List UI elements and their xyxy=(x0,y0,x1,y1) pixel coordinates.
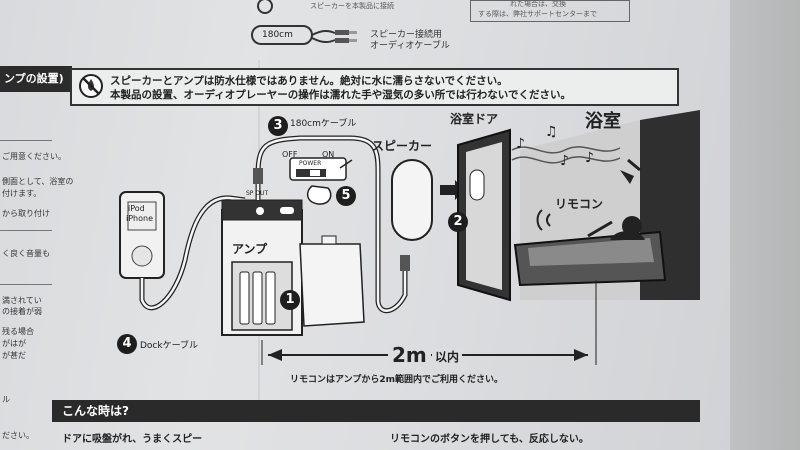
step-3-badge: 3 xyxy=(268,116,288,136)
cable-length-label: 180cm xyxy=(262,30,293,40)
side-text-6: 満されてい xyxy=(2,296,42,305)
side-text-3: 付けます。 xyxy=(2,189,42,198)
warning-line-2: 本製品の設置、オーディオプレーヤーの操作は濡れた手や湿気の多い所では行わないでく… xyxy=(110,89,571,101)
switch-power-label: POWER xyxy=(299,160,322,167)
side-text-12: ださい。 xyxy=(2,431,34,440)
dock-cable-label: Dockケーブル xyxy=(140,341,199,351)
faq-row-right: リモコンのボタンを押しても、反応しない。 xyxy=(390,434,589,445)
top-small-text: スピーカーを本製品に接続 xyxy=(310,2,394,10)
side-text-5: く良く音量も xyxy=(2,249,50,258)
remote-label: リモコン xyxy=(555,197,604,211)
hand-pointer xyxy=(306,185,332,205)
top-note-box xyxy=(470,0,630,22)
faq-header: こんな時は? xyxy=(52,400,700,422)
side-text-1: ご用意ください。 xyxy=(2,152,66,161)
table-surface xyxy=(730,0,800,450)
svg-text:♪: ♪ xyxy=(560,153,569,169)
step-5-badge: 5 xyxy=(336,186,356,206)
cable-illustration xyxy=(251,0,357,45)
door-label: 浴室ドア xyxy=(450,112,499,126)
side-text-9: がはが xyxy=(2,339,26,348)
distance-value: 2m xyxy=(388,343,431,367)
battery-cover xyxy=(299,243,365,327)
svg-text:♪: ♪ xyxy=(585,150,594,166)
svg-text:♫: ♫ xyxy=(545,124,558,140)
no-water-icon xyxy=(79,74,103,98)
side-text-8: 残る場合 xyxy=(2,327,34,336)
cable-desc-line1: スピーカー接続用 xyxy=(370,30,443,40)
side-text-10: が甚だ xyxy=(2,351,26,360)
side-divider xyxy=(0,230,52,231)
step3-cable-label: 180cmケーブル xyxy=(290,119,357,129)
amp-label: アンプ xyxy=(232,242,268,256)
side-divider xyxy=(0,140,52,141)
step-1-badge: 1 xyxy=(280,290,300,310)
distance-suffix: 以内 xyxy=(432,348,463,365)
speaker-label: スピーカー xyxy=(372,139,433,153)
side-text-4: から取り付け xyxy=(2,209,50,218)
warning-box: スピーカーとアンプは防水仕様ではありません。絶対に水に濡らさないでください。 本… xyxy=(70,68,679,106)
switch-off-label: OFF xyxy=(282,150,298,159)
svg-text:♪: ♪ xyxy=(516,136,525,152)
side-text-2: 側面として、浴室の xyxy=(2,177,74,186)
side-divider xyxy=(0,284,52,285)
top-right-text-2: する際は、弊社サポートセンターまで xyxy=(478,10,597,18)
sp-out-label: SP OUT xyxy=(246,190,269,197)
faq-row-left: ドアに吸盤がれ、うまくスピー xyxy=(62,434,203,445)
side-text-7: の接着が弱 xyxy=(2,307,42,316)
section-header: ンプの設置) xyxy=(0,66,72,92)
cable-desc-line2: オーディオケーブル xyxy=(370,41,450,51)
distance-note: リモコンはアンプから2m範囲内でご利用ください。 xyxy=(290,375,504,385)
device-label-2: iPhone xyxy=(126,214,154,223)
switch-on-label: ON xyxy=(322,150,335,159)
speaker xyxy=(391,159,433,241)
step-2-badge: 2 xyxy=(448,212,468,232)
side-text-11: ル xyxy=(2,395,10,404)
warning-line-1: スピーカーとアンプは防水仕様ではありません。絶対に水に濡らさないでください。 xyxy=(110,75,508,87)
step-4-badge: 4 xyxy=(117,334,137,354)
device-label-1: iPod xyxy=(128,204,145,213)
bath-label: 浴室 xyxy=(585,111,621,132)
top-right-text-1: れた場合は、交換 xyxy=(510,0,566,8)
